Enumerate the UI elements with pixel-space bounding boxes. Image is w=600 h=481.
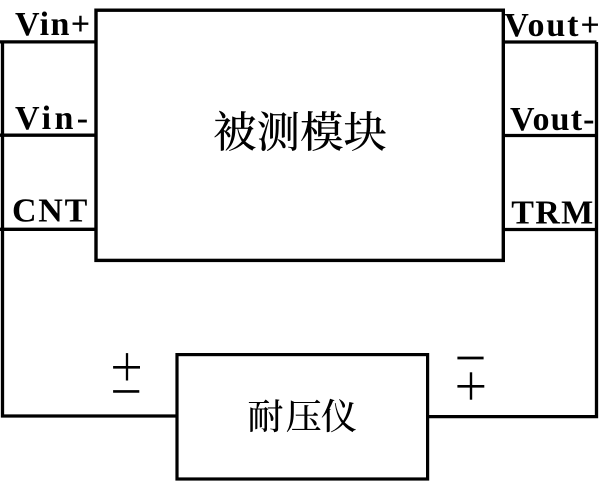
- svg-text:CNT: CNT: [12, 193, 88, 230]
- svg-text:Vout+: Vout+: [504, 7, 600, 44]
- svg-text:Vout-: Vout-: [510, 101, 595, 138]
- svg-text:Vin+: Vin+: [15, 6, 90, 43]
- svg-text:TRM: TRM: [511, 194, 593, 231]
